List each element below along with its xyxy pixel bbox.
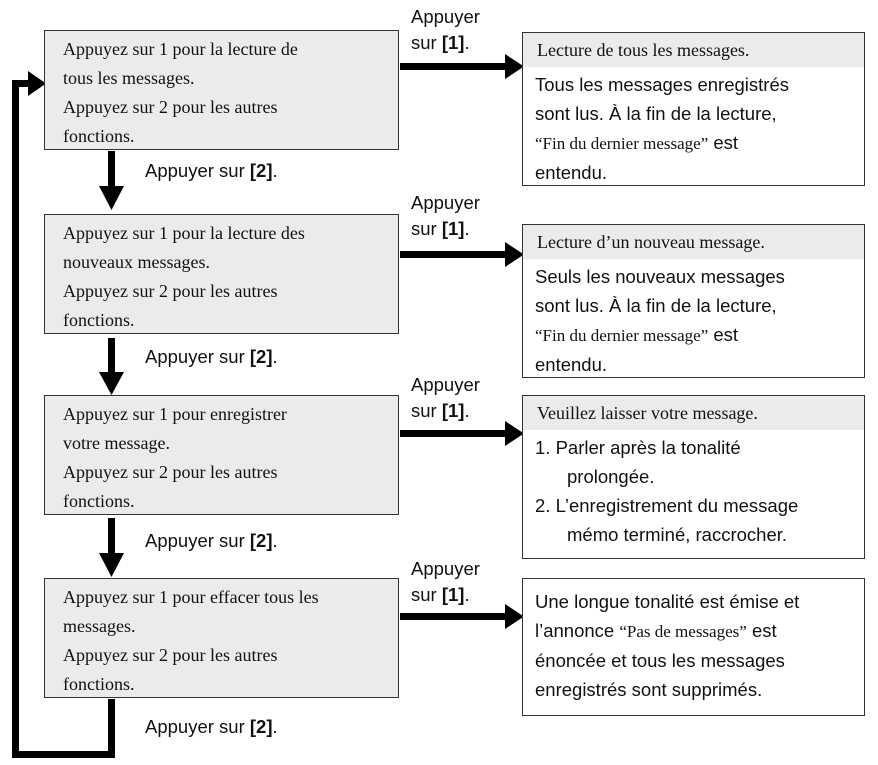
arrow-right-2-shaft [400,251,510,258]
arrow-down-3-shaft [108,518,115,555]
quoted-text: “Fin du dernier message” [535,134,709,153]
arrow-right-4-shaft [400,613,510,620]
result-body: Une longue tonalité est émise et l’annon… [523,579,864,704]
arrow-down-1-shaft [108,151,115,189]
result-box-2: Lecture d’un nouveau message. Seuls les … [522,224,865,378]
press-1-key-line: sur [1]. [411,400,470,421]
menu-line: Appuyez sur 1 pour enregistrer [63,404,287,424]
result-line: l’annonce “Pas de messages” est [535,616,858,646]
press-2-label: Appuyer sur [2]. [145,346,278,367]
result-body: Seuls les nouveaux messages sont lus. À … [523,259,864,379]
press-2-label: Appuyer sur [2]. [145,160,278,181]
menu-line: Appuyez sur 1 pour effacer tous les [63,587,319,607]
result-line: entendu. [535,162,608,183]
press-1-label: Appuyer sur [1]. [411,556,480,608]
instruction-number: 1. [535,437,551,458]
instruction-text: L’enregistrement du message [555,495,799,516]
menu-line: Appuyez sur 2 pour les autres [63,462,278,482]
menu-line: nouveaux messages. [63,252,210,272]
result-line: sont lus. À la fin de la lecture, [535,295,777,316]
result-box-3: Veuillez laisser votre message. 1. Parle… [522,395,865,559]
result-line: “Fin du dernier message” est [535,320,858,350]
arrow-right-1-shaft [400,63,510,70]
menu-line: Appuyez sur 2 pour les autres [63,645,278,665]
menu-line: Appuyez sur 2 pour les autres [63,97,278,117]
loop-bottom-segment [12,751,115,758]
menu-box-3: Appuyez sur 1 pour enregistrer votre mes… [44,395,399,515]
press-2-label: Appuyer sur [2]. [145,716,278,737]
press-1-key-line: sur [1]. [411,584,470,605]
result-line: enregistrés sont supprimés. [535,679,763,700]
loop-top-segment [12,80,32,87]
result-line: entendu. [535,354,608,375]
result-line: “Fin du dernier message” est [535,128,858,158]
arrow-right-4-head [505,604,524,629]
result-body: 1. Parler après la tonalité prolongée. 2… [523,430,864,549]
instruction-item: 2. L’enregistrement du message mémo term… [535,491,858,549]
quoted-text: “Fin du dernier message” [535,326,709,345]
result-text: est [708,132,739,153]
menu-line: fonctions. [63,310,135,330]
press-1-word: Appuyer [411,374,480,395]
arrow-right-3-shaft [400,430,510,437]
menu-line: fonctions. [63,674,135,694]
arrow-down-3-head [99,553,124,577]
menu-box-4: Appuyez sur 1 pour effacer tous les mess… [44,578,399,698]
result-box-4: Une longue tonalité est émise et l’annon… [522,578,865,716]
result-text: est [708,324,739,345]
instruction-list: 1. Parler après la tonalité prolongée. 2… [535,433,858,549]
result-line: sont lus. À la fin de la lecture, [535,103,777,124]
result-title: Veuillez laisser votre message. [523,396,864,430]
result-text: est [746,620,777,641]
instruction-item: 1. Parler après la tonalité prolongée. [535,433,858,491]
menu-line: votre message. [63,433,170,453]
press-1-word: Appuyer [411,6,480,27]
result-line: Seuls les nouveaux messages [535,266,785,287]
loop-left-segment [12,80,19,758]
press-1-label: Appuyer sur [1]. [411,190,480,242]
menu-box-2: Appuyez sur 1 pour la lecture des nouvea… [44,214,399,334]
press-1-key-line: sur [1]. [411,218,470,239]
result-line: Tous les messages enregistrés [535,74,789,95]
press-1-label: Appuyer sur [1]. [411,372,480,424]
menu-line: Appuyez sur 1 pour la lecture des [63,223,305,243]
menu-box-1: Appuyez sur 1 pour la lecture de tous le… [44,30,399,150]
instruction-text: Parler après la tonalité [555,437,741,458]
arrow-right-3-head [505,421,524,446]
menu-line: messages. [63,616,136,636]
arrow-right-2-head [505,242,524,267]
result-title: Lecture d’un nouveau message. [523,225,864,259]
result-box-1: Lecture de tous les messages. Tous les m… [522,32,865,186]
press-1-word: Appuyer [411,558,480,579]
result-body: Tous les messages enregistrés sont lus. … [523,67,864,187]
menu-line: fonctions. [63,126,135,146]
instruction-text-cont: prolongée. [567,466,655,487]
arrow-down-1-head [99,186,124,210]
loop-down-segment [108,699,115,757]
press-1-label: Appuyer sur [1]. [411,4,480,56]
press-2-label: Appuyer sur [2]. [145,530,278,551]
instruction-text-cont: mémo terminé, raccrocher. [567,524,788,545]
result-line: Une longue tonalité est émise et [535,591,800,612]
menu-line: Appuyez sur 2 pour les autres [63,281,278,301]
arrow-right-1-head [505,54,524,79]
menu-line: fonctions. [63,491,135,511]
arrow-down-2-shaft [108,338,115,374]
press-1-key-line: sur [1]. [411,32,470,53]
arrow-down-2-head [99,372,124,395]
result-line: énoncée et tous les messages [535,650,785,671]
menu-line: tous les messages. [63,68,195,88]
result-text: l’annonce [535,620,620,641]
press-1-word: Appuyer [411,192,480,213]
result-title: Lecture de tous les messages. [523,33,864,67]
loop-arrow-head [28,71,46,96]
menu-line: Appuyez sur 1 pour la lecture de [63,39,298,59]
instruction-number: 2. [535,495,551,516]
quoted-text: “Pas de messages” [619,622,747,641]
